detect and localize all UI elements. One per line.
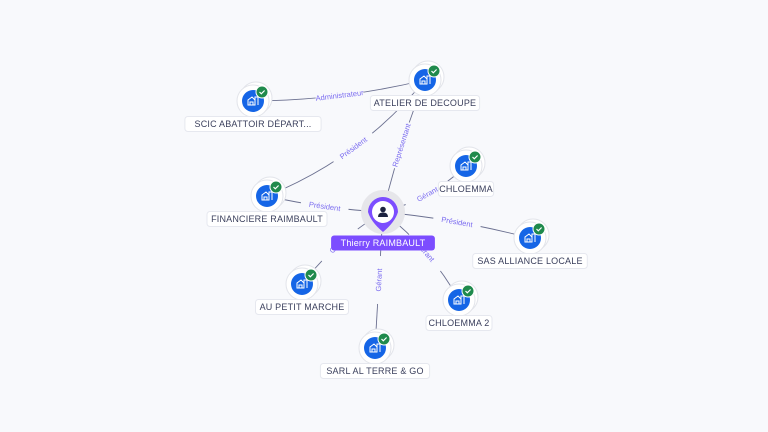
company-icon bbox=[453, 295, 465, 305]
node-label: AU PETIT MARCHE bbox=[260, 302, 345, 312]
edge-label: Président bbox=[441, 215, 475, 230]
node-atelier[interactable]: ATELIER DE DECOUPE bbox=[369, 60, 481, 111]
node-label: CHLOEMMA 2 bbox=[428, 318, 489, 328]
company-icon bbox=[296, 279, 308, 289]
node-chloemma2[interactable]: CHLOEMMA 2 bbox=[425, 280, 493, 331]
node-label-bg bbox=[184, 116, 322, 132]
edge-label: Président bbox=[308, 200, 342, 213]
edge-label-bg bbox=[331, 129, 376, 166]
node-label-bg bbox=[206, 211, 328, 227]
verified-check-icon bbox=[427, 64, 441, 78]
company-icon bbox=[419, 75, 431, 85]
verified-check-icon bbox=[461, 284, 475, 298]
company-icon bbox=[524, 233, 536, 243]
company-icon bbox=[369, 343, 381, 353]
verified-check-icon bbox=[377, 332, 391, 346]
verified-check-icon bbox=[468, 150, 482, 164]
node-label: SCIC ABATTOIR DÉPART... bbox=[195, 119, 312, 129]
company-icon bbox=[261, 191, 273, 201]
edge-label-bg bbox=[389, 120, 413, 170]
edge-label-bg bbox=[432, 212, 482, 231]
node-label-bg bbox=[472, 253, 588, 269]
node-chloemma[interactable]: CHLOEMMA bbox=[437, 146, 495, 197]
edge-label: Gérant bbox=[415, 184, 440, 203]
node-financiere[interactable]: FINANCIERE RAIMBAULT bbox=[206, 176, 328, 227]
node-sas[interactable]: SAS ALLIANCE LOCALE bbox=[472, 218, 588, 269]
edge-label: Représentant bbox=[391, 122, 414, 169]
person-icon bbox=[378, 206, 388, 217]
verified-check-icon bbox=[532, 222, 546, 236]
verified-check-icon bbox=[255, 85, 269, 99]
edge-label-bg bbox=[372, 255, 385, 305]
node-label: SAS ALLIANCE LOCALE bbox=[477, 256, 582, 266]
node-label-bg bbox=[425, 315, 493, 331]
node-label: FINANCIERE RAIMBAULT bbox=[211, 214, 323, 224]
node-label: ATELIER DE DECOUPE bbox=[374, 98, 476, 108]
edge-label: Gérant bbox=[374, 267, 384, 291]
node-label-bg bbox=[319, 363, 431, 379]
verified-check-icon bbox=[304, 268, 318, 282]
node-label-bg bbox=[369, 95, 481, 111]
node-label-bg bbox=[331, 235, 435, 251]
node-label: Thierry RAIMBAULT bbox=[341, 238, 426, 248]
company-icon bbox=[247, 96, 259, 106]
edge-label: Président bbox=[338, 135, 370, 162]
edge-person-sas: Président bbox=[382, 211, 531, 239]
verified-check-icon bbox=[269, 180, 283, 194]
edge-label-bg bbox=[300, 198, 350, 214]
node-label: SARL AL TERRE & GO bbox=[326, 366, 423, 376]
node-aupetit[interactable]: AU PETIT MARCHE bbox=[255, 264, 349, 315]
node-sarl[interactable]: SARL AL TERRE & GO bbox=[319, 328, 431, 379]
edge-label-bg bbox=[315, 87, 364, 103]
node-label-bg bbox=[437, 181, 495, 197]
node-person[interactable]: Thierry RAIMBAULT bbox=[331, 190, 435, 251]
node-label-bg bbox=[255, 299, 349, 315]
edge-label: Administrateur bbox=[315, 88, 365, 103]
company-icon bbox=[460, 161, 472, 171]
node-scic[interactable]: SCIC ABATTOIR DÉPART... bbox=[184, 81, 322, 132]
node-label: CHLOEMMA bbox=[439, 184, 493, 194]
